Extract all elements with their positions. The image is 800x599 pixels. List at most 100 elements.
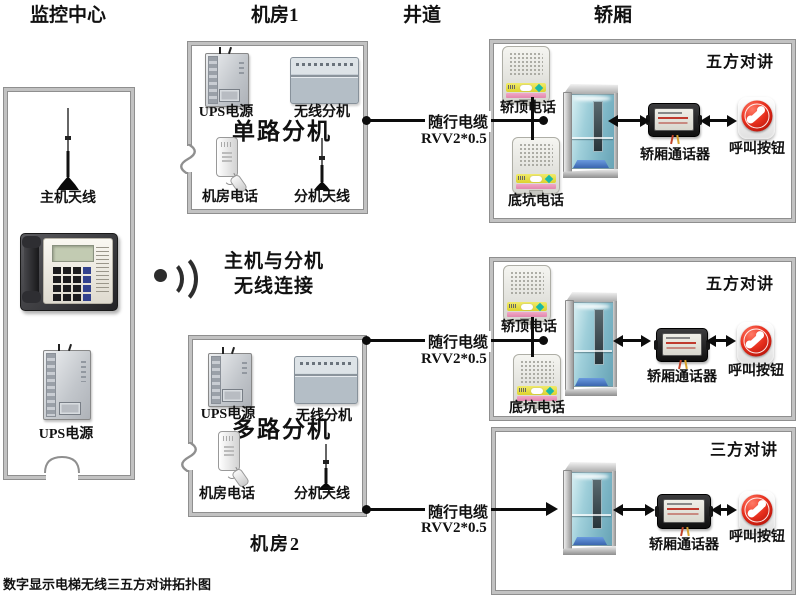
- car2-call-button: [737, 322, 774, 364]
- elevator-panel: [593, 101, 604, 152]
- mr2-ups-unit: [208, 347, 252, 407]
- car2-call-button-label: 呼叫按钮: [728, 364, 784, 379]
- cable-2-spec: RVV2*0.5: [421, 351, 487, 367]
- double-arrow: [710, 119, 727, 122]
- brand-diamond: [535, 302, 545, 311]
- cable-2-name: 随行电缆: [425, 331, 492, 352]
- header-monitoring-center: 监控中心: [30, 5, 107, 26]
- call-button-circle: [741, 100, 772, 132]
- ups-vents: [242, 361, 247, 378]
- host-telephone: [20, 233, 118, 311]
- car2-elevator: [565, 292, 617, 396]
- telephone-faceplate: [43, 238, 113, 304]
- elevator-glass: [571, 302, 614, 387]
- elevator-roof: [565, 292, 617, 303]
- speaker-strip-pink: [516, 184, 556, 189]
- diagram-caption: 数字显示电梯无线三五方对讲拓扑图: [3, 577, 212, 592]
- brand-diamond: [545, 386, 555, 395]
- ups-side-strip: [46, 353, 56, 417]
- mr1-extension-antenna: [314, 138, 330, 190]
- speaker-strip-yellow: [516, 174, 556, 183]
- ups-side-strip: [208, 56, 218, 104]
- car1-mode-label: 五方对讲: [706, 54, 775, 71]
- junction-dot: [539, 116, 548, 125]
- antenna-rod: [323, 444, 329, 470]
- car2-cartop-phone: [503, 265, 551, 322]
- elevator-floor: [575, 378, 608, 386]
- elevator-floor: [573, 160, 609, 168]
- speaker-grille: [509, 52, 543, 77]
- telephone-handset-icon: [747, 333, 764, 349]
- car3-elevator: [563, 462, 616, 555]
- car2-cartop-phone-label: 轿顶电话: [501, 320, 557, 335]
- elevator-roof: [563, 462, 616, 473]
- car1-intercom-label: 轿厢通话器: [640, 148, 710, 163]
- elevator-floor: [573, 537, 607, 545]
- car3-call-button: [739, 491, 775, 533]
- speaker-strip-pink: [517, 396, 557, 401]
- junction-dot: [539, 336, 548, 345]
- elevator-base: [565, 387, 617, 396]
- telephone-handset-icon: [748, 108, 765, 124]
- elevator-column: [563, 470, 572, 551]
- elevator-panel: [593, 309, 604, 366]
- antenna-lower-rod: [324, 467, 328, 483]
- monitoring-ups-label: UPS电源: [38, 427, 94, 442]
- mr2-ups-label: UPS电源: [200, 407, 256, 422]
- car1-elevator: [563, 84, 618, 178]
- mr1-room-phone: [216, 137, 249, 195]
- car3-intercom-unit: [655, 494, 713, 537]
- ups-display: [219, 89, 241, 102]
- car1-pit-phone-label: 底坑电话: [508, 194, 564, 209]
- intercom-faceplate: [662, 333, 702, 356]
- mr1-ups-label: UPS电源: [198, 105, 254, 120]
- elevator-light: [573, 474, 609, 479]
- car1-call-button-label: 呼叫按钮: [729, 142, 785, 157]
- mr2-wireless-extension-unit: [294, 356, 358, 404]
- signal-arc-large: [152, 252, 198, 306]
- intercom-faceplate: [654, 108, 694, 131]
- elevator-glass: [569, 94, 615, 169]
- door-gap: [46, 471, 78, 481]
- mr1-extension-antenna-label: 分机天线: [294, 190, 350, 205]
- car1-cartop-phone: [502, 46, 550, 103]
- brand-diamond: [534, 83, 544, 92]
- speaker-strip-pink: [507, 312, 547, 317]
- mr1-ups-unit: [205, 47, 249, 107]
- main-antenna-label: 主机天线: [40, 191, 96, 206]
- double-arrow: [623, 339, 641, 342]
- cable-branch-2: [531, 317, 534, 357]
- antenna-base: [314, 181, 330, 190]
- double-door-mark: [44, 456, 80, 473]
- elevator-column: [565, 300, 574, 392]
- car1-cartop-phone-label: 轿顶电话: [500, 101, 556, 116]
- car1-pit-phone: [512, 137, 560, 194]
- cable-branch-1: [531, 97, 534, 140]
- cable-1-name: 随行电缆: [425, 111, 492, 132]
- speaker-grille: [510, 271, 544, 296]
- elevator-base: [563, 546, 616, 555]
- cable-1-spec: RVV2*0.5: [421, 131, 487, 147]
- elevator-base: [563, 169, 618, 178]
- antenna-lower-rod: [66, 150, 70, 177]
- speaker-button: [530, 387, 543, 394]
- car1-intercom-unit: [646, 103, 702, 145]
- main-antenna: [57, 108, 79, 190]
- telephone-handset: [22, 236, 41, 303]
- junction-dot: [362, 116, 371, 125]
- call-button-circle: [741, 494, 773, 526]
- elevator-light: [575, 304, 610, 309]
- header-shaft: 井道: [403, 5, 442, 26]
- junction-dot: [362, 505, 371, 514]
- speaker-strip-yellow: [507, 302, 547, 311]
- cable-3-spec: RVV2*0.5: [421, 520, 487, 536]
- telephone-lcd: [52, 245, 94, 262]
- telephone-keypad: [53, 267, 61, 274]
- wireless-signal-icon: [150, 250, 198, 306]
- elevator-rail: [570, 514, 611, 517]
- mr2-room-phone-label: 机房电话: [199, 487, 255, 502]
- car2-pit-phone: [513, 354, 561, 406]
- machine-room-2-caption: 机房2: [250, 534, 301, 554]
- mr2-mode-label: 多路分机: [232, 417, 332, 442]
- ups-side-strip: [211, 356, 221, 404]
